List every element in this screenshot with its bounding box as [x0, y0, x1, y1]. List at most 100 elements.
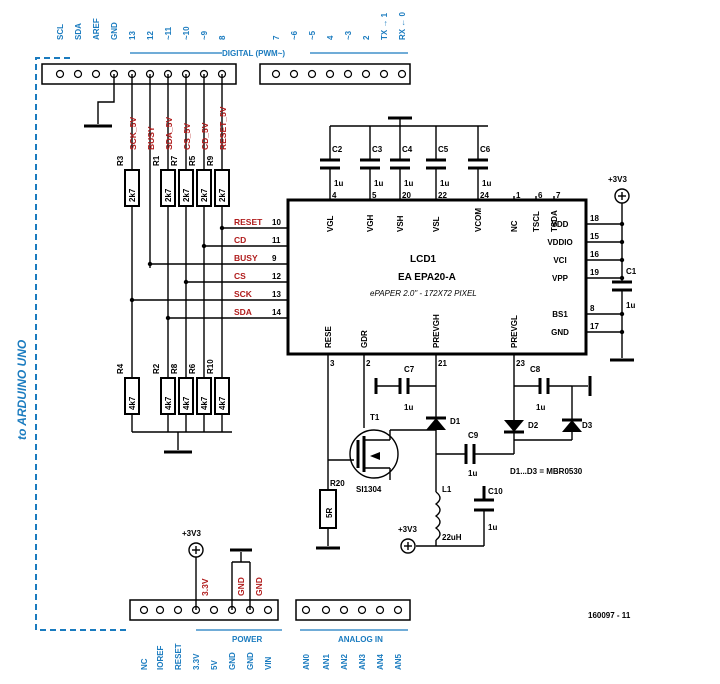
svg-text:D1: D1 [450, 417, 461, 426]
power-pin-label: 3.3V [192, 653, 201, 670]
lcd-pin-name: VGH [366, 214, 375, 232]
arduino-outline [35, 57, 128, 631]
svg-text:1u: 1u [374, 179, 383, 188]
svg-text:R7: R7 [170, 155, 179, 166]
signal-label: SCK_5V [128, 117, 138, 150]
svg-text:22uH: 22uH [442, 533, 462, 542]
svg-text:C7: C7 [404, 365, 415, 374]
svg-text:1u: 1u [482, 179, 491, 188]
digital-header-1 [41, 63, 237, 85]
svg-text:+3V3: +3V3 [182, 529, 201, 538]
lcd-part: EA EPA20-A [398, 272, 456, 283]
digital-pin-label: ~10 [182, 26, 191, 40]
svg-text:3: 3 [330, 359, 335, 368]
svg-text:3.3V: 3.3V [200, 578, 210, 596]
lcd-pin-name: VSL [432, 216, 441, 232]
svg-text:2k7: 2k7 [200, 188, 209, 202]
lcd-pin-name: VSH [396, 215, 405, 232]
svg-text:10: 10 [272, 218, 281, 227]
analog-pin-label: AN1 [322, 653, 331, 670]
svg-text:16: 16 [590, 250, 599, 259]
diode-note: D1...D3 = MBR0530 [510, 467, 583, 476]
svg-text:2: 2 [366, 359, 371, 368]
analog-pin-label: AN3 [358, 653, 367, 670]
lcd-pin-name: TSDA [550, 210, 559, 232]
side-label: to ARDUINO UNO [15, 339, 29, 440]
svg-text:POWER: POWER [232, 635, 262, 644]
svg-text:2k7: 2k7 [182, 188, 191, 202]
lcd-ref: LCD1 [410, 254, 437, 265]
svg-text:R8: R8 [170, 363, 179, 374]
header-pin [325, 69, 335, 79]
header-pin [55, 69, 65, 79]
net-label: BUSY [234, 253, 258, 263]
svg-text:1: 1 [516, 191, 521, 200]
lcd-pin-name: GDR [360, 330, 369, 348]
cap-ref: C4 [402, 145, 413, 154]
svg-text:23: 23 [516, 359, 525, 368]
digital-pin-label: ~5 [308, 30, 317, 40]
lcd1-body [286, 198, 588, 356]
lcd-pin-name: VCI [553, 256, 566, 265]
lcd-pin-name: VCOM [474, 208, 483, 232]
digital-pin-label: SDA [74, 23, 83, 40]
lcd-pin-name: RESE [324, 326, 333, 348]
power-pin-label: GND [246, 652, 255, 670]
lcd-pin-name: VDDIO [547, 238, 572, 247]
net-label: CS [234, 271, 246, 281]
svg-text:11: 11 [272, 236, 281, 245]
header-pin [361, 69, 371, 79]
digital-pin-label: TX → 1 [380, 12, 389, 40]
svg-text:L1: L1 [442, 485, 452, 494]
analog-header [295, 599, 411, 621]
svg-text:R4: R4 [116, 363, 125, 374]
svg-text:21: 21 [438, 359, 447, 368]
svg-text:+3V3: +3V3 [398, 525, 417, 534]
cap-ref: C3 [372, 145, 383, 154]
svg-text:R9: R9 [206, 155, 215, 166]
svg-text:24: 24 [480, 191, 489, 200]
c1-value: 1u [626, 301, 635, 310]
power-pin-label: NC [140, 658, 149, 670]
svg-text:4k7: 4k7 [182, 396, 191, 410]
svg-text:2k7: 2k7 [128, 188, 137, 202]
signal-label: CS_5V [182, 123, 192, 150]
svg-text:R10: R10 [206, 359, 215, 374]
digital-pin-label: RX ← 0 [398, 11, 407, 40]
header-pin [343, 69, 353, 79]
header-pin [91, 69, 101, 79]
power-pin-label: VIN [264, 656, 273, 670]
svg-text:ANALOG IN: ANALOG IN [338, 635, 383, 644]
digital-pin-label: 12 [146, 31, 155, 40]
svg-text:4k7: 4k7 [200, 396, 209, 410]
svg-text:R20: R20 [330, 479, 345, 488]
digital-pin-label: 13 [128, 31, 137, 40]
svg-text:18: 18 [590, 214, 599, 223]
svg-text:1u: 1u [488, 523, 497, 532]
svg-text:D3: D3 [582, 421, 593, 430]
svg-text:19: 19 [590, 268, 599, 277]
analog-pin-label: AN0 [302, 653, 311, 670]
header-pin [73, 69, 83, 79]
lcd-pin-name: PREVGH [432, 314, 441, 348]
svg-text:GND: GND [254, 577, 264, 596]
svg-text:1u: 1u [468, 469, 477, 478]
svg-text:R3: R3 [116, 155, 125, 166]
signal-label: BUSY [146, 126, 156, 150]
analog-pin-label: AN5 [394, 653, 403, 670]
lcd-pin-name: NC [510, 220, 519, 232]
digital-pin-label: 4 [326, 35, 335, 40]
signal-label: CD_5V [200, 122, 210, 150]
power-pin-label: GND [228, 652, 237, 670]
lcd-pin-name: VDD [552, 220, 569, 229]
svg-text:C10: C10 [488, 487, 503, 496]
svg-text:4k7: 4k7 [128, 396, 137, 410]
svg-text:5R: 5R [325, 508, 334, 518]
svg-text:22: 22 [438, 191, 447, 200]
t1-part: SI1304 [356, 485, 382, 494]
lcd-pin-name: VPP [552, 274, 569, 283]
digital-header-2 [259, 63, 411, 85]
svg-text:12: 12 [272, 272, 281, 281]
cap-ref: C2 [332, 145, 343, 154]
